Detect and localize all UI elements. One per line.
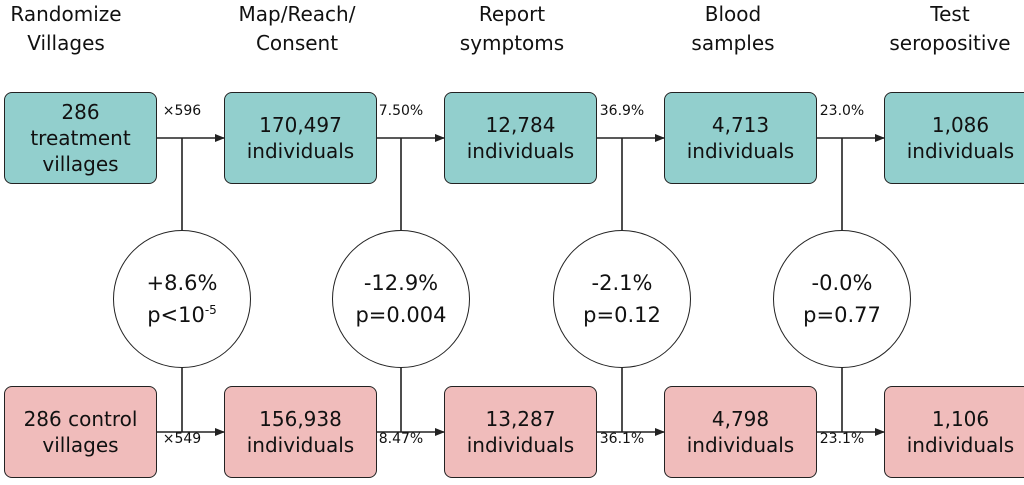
stage-header: Blood samples (643, 0, 823, 58)
treatment-box-text: 12,784 (485, 113, 556, 137)
control-rate-label: 36.1% (599, 431, 645, 447)
p-value: p=0.77 (803, 299, 881, 331)
effect-size: -0.0% (811, 271, 873, 295)
treatment-box-text: treatment (30, 126, 131, 150)
stage-header-line: Blood (704, 2, 762, 26)
control-box-text: 156,938 (259, 407, 342, 431)
treatment-box-text: individuals (246, 139, 355, 163)
p-value-text: p=0.77 (803, 303, 881, 327)
effect-size: -2.1% (591, 271, 653, 295)
control-box-text: 286 control (23, 407, 138, 431)
p-value-exponent: -5 (204, 303, 217, 317)
p-value-text: p=0.12 (583, 303, 661, 327)
treatment-box-text: individuals (906, 139, 1015, 163)
treatment-rate-label: ×596 (162, 103, 202, 119)
p-value: p<10-5 (147, 299, 217, 331)
stage-header-line: seropositive (889, 31, 1011, 55)
stage-header: Report symptoms (422, 0, 602, 58)
stage-header-line: Test (930, 2, 970, 26)
control-box-text: individuals (466, 433, 575, 457)
stage-header-line: Randomize (10, 2, 122, 26)
stage-header: Map/Reach/Consent (207, 0, 387, 58)
stage-header-line: Report (478, 2, 546, 26)
treatment-rate-label: 7.50% (378, 103, 424, 119)
p-value-text: p<10 (147, 303, 205, 327)
stage-header-line: Villages (27, 31, 105, 55)
comparison-circle: +8.6% p<10-5 (113, 230, 251, 368)
control-box-text: 1,106 (931, 407, 990, 431)
stage-header-line: Map/Reach/ (238, 2, 356, 26)
effect-size: +8.6% (146, 271, 218, 295)
comparison-circle: -12.9% p=0.004 (332, 230, 470, 368)
control-rate-label: ×549 (162, 431, 202, 447)
control-rate-label: 8.47% (378, 431, 424, 447)
treatment-box-text: villages (42, 152, 119, 176)
control-box-text: 13,287 (485, 407, 556, 431)
control-rate-label: 23.1% (819, 431, 865, 447)
effect-size: -12.9% (363, 271, 439, 295)
control-box-text: individuals (686, 433, 795, 457)
treatment-box-text: individuals (466, 139, 575, 163)
treatment-box-text: 1,086 (931, 113, 990, 137)
treatment-box-text: 4,713 (711, 113, 770, 137)
stage-header-line: Consent (255, 31, 339, 55)
treatment-box-text: 286 (61, 100, 100, 124)
treatment-rate-label: 36.9% (599, 103, 645, 119)
stage-header-line: samples (691, 31, 775, 55)
control-box-text: individuals (246, 433, 355, 457)
p-value-text: p=0.004 (355, 303, 447, 327)
treatment-rate-label: 23.0% (819, 103, 865, 119)
stage-header-line: symptoms (459, 31, 565, 55)
control-box-text: individuals (906, 433, 1015, 457)
comparison-circle: -2.1% p=0.12 (553, 230, 691, 368)
p-value: p=0.12 (583, 299, 661, 331)
treatment-box-text: 170,497 (259, 113, 342, 137)
treatment-box-text: individuals (686, 139, 795, 163)
p-value: p=0.004 (355, 299, 446, 331)
comparison-circle: -0.0% p=0.77 (773, 230, 911, 368)
stage-header: Test seropositive (860, 0, 1024, 58)
control-box-text: villages (42, 433, 119, 457)
control-box-text: 4,798 (711, 407, 770, 431)
